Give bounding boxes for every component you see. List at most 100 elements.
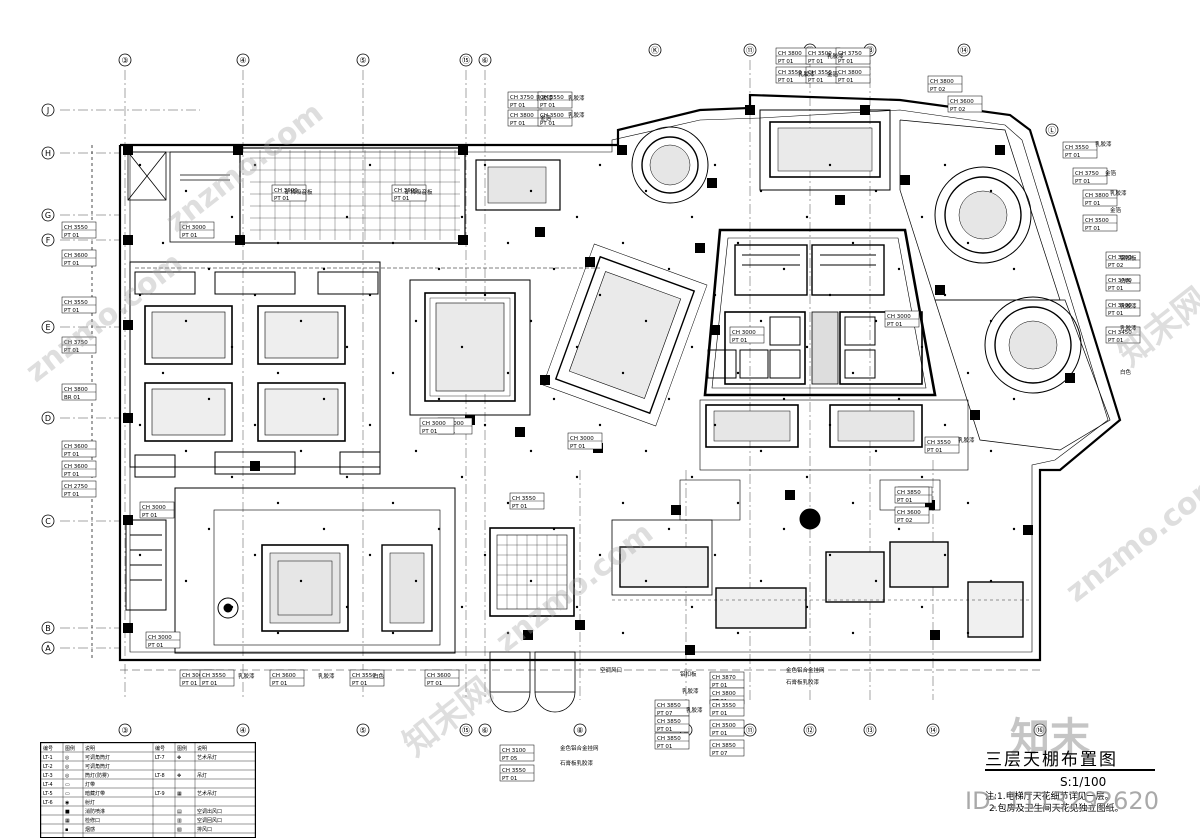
tag-pt: PT 02	[950, 107, 965, 113]
downlight	[506, 371, 510, 375]
tag-pt: PT 01	[712, 731, 727, 737]
tag-ch: CH 3850	[657, 703, 681, 709]
left-hall-coffers	[129, 261, 600, 478]
tag-pt: PT 01	[352, 681, 367, 687]
downlight	[621, 241, 625, 245]
downlight	[851, 501, 855, 505]
downlight	[598, 163, 602, 167]
downlight	[575, 605, 579, 609]
svg-text:J: J	[46, 106, 49, 115]
legend-cell: 空调出风口	[197, 808, 222, 815]
downlight	[828, 553, 832, 557]
grid-bubble-row: A	[41, 641, 55, 655]
tag-ch: CH 3600	[272, 673, 296, 679]
legend-cell: LT-3	[43, 773, 53, 779]
downlight	[667, 397, 671, 401]
downlight	[920, 345, 924, 349]
material-note: 乳胶漆	[686, 706, 703, 714]
tag-ch: CH 3600	[64, 464, 88, 470]
legend-cell: 灯带	[85, 781, 95, 788]
tag-ch: CH 3100	[502, 748, 526, 754]
tag-ch: CH 3800	[510, 113, 534, 119]
column	[925, 500, 935, 510]
grid-bubble-bottom: ⑬	[863, 723, 877, 737]
downlight	[368, 163, 372, 167]
downlight	[736, 241, 740, 245]
downlight	[368, 553, 372, 557]
column	[585, 257, 595, 267]
tag-pt: PT 01	[1075, 179, 1090, 185]
tag-ch: CH 3000	[570, 436, 594, 442]
tag-pt: PT 01	[838, 59, 853, 65]
tag-ch: CH 3000	[182, 673, 206, 679]
downlight	[529, 189, 533, 193]
downlight	[161, 241, 165, 245]
downlight	[460, 605, 464, 609]
tag-pt: PT 01	[510, 121, 525, 127]
downlight	[414, 449, 418, 453]
tag-pt: PT 01	[427, 681, 442, 687]
downlight	[230, 345, 234, 349]
legend-cell: ▭	[65, 782, 70, 788]
downlight	[184, 449, 188, 453]
svg-text:C: C	[45, 517, 51, 526]
downlight	[920, 215, 924, 219]
tag-pt: PT 01	[502, 776, 517, 782]
downlight	[253, 163, 257, 167]
grid-bubble-bottom: ⑯	[1033, 723, 1047, 737]
legend-cell: ◎	[65, 773, 70, 779]
legend-cell: 艺术吊灯	[197, 790, 217, 797]
column	[235, 235, 245, 245]
downlight	[276, 631, 280, 635]
tag-ch: CH 3550	[64, 300, 88, 306]
downlight	[644, 189, 648, 193]
tag-pt: PT 01	[887, 322, 902, 328]
legend-cell: ▭	[65, 791, 70, 797]
downlight	[966, 631, 970, 635]
svg-text:⑯: ⑯	[1036, 726, 1044, 735]
top-coffers	[475, 109, 891, 211]
svg-text:⑥: ⑥	[481, 726, 488, 735]
column	[671, 505, 681, 515]
downlight	[207, 527, 211, 531]
downlight	[920, 475, 924, 479]
downlight	[483, 163, 487, 167]
downlight	[736, 371, 740, 375]
tag-pt: PT 07	[657, 711, 673, 717]
downlight	[414, 579, 418, 583]
material-note: 乳胶漆	[536, 94, 553, 102]
material-note: 金箔	[827, 70, 839, 78]
downlight	[897, 527, 901, 531]
column	[123, 515, 133, 525]
grid-bubble-row: C	[41, 514, 55, 528]
tag-ch: CH 3700	[1108, 278, 1132, 284]
tag-pt: PT 01	[540, 103, 555, 109]
column	[123, 145, 133, 155]
svg-text:⑪: ⑪	[746, 46, 754, 55]
tag-pt: PT 01	[712, 683, 727, 689]
material-note: 乳胶漆	[958, 436, 975, 444]
tag-pt: PT 01	[64, 472, 79, 478]
downlight	[460, 215, 464, 219]
legend-cell: 检修口	[85, 817, 100, 824]
lower-left-coffers	[125, 487, 456, 654]
tag-pt: PT 01	[64, 308, 79, 314]
downlight	[805, 345, 809, 349]
tag-pt: PT 01	[897, 498, 912, 504]
svg-text:B: B	[45, 624, 51, 633]
legend-header: 编号	[43, 745, 53, 752]
tag-pt: PT 01	[182, 233, 197, 239]
downlight	[805, 605, 809, 609]
downlight	[345, 475, 349, 479]
column	[523, 630, 533, 640]
